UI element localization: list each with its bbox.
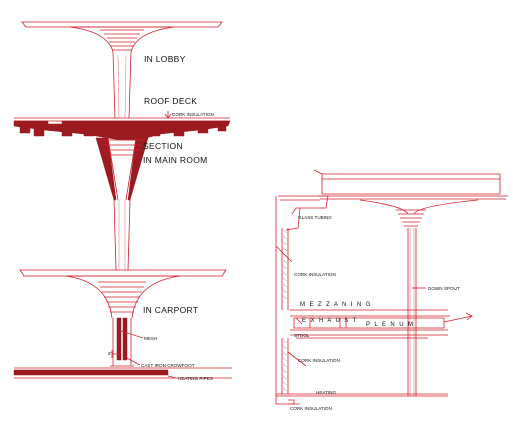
main-column-shaft: [113, 199, 131, 271]
interior-canopy: [318, 195, 508, 227]
label-cork-insulation-right: CORK INSULATION: [294, 272, 336, 277]
label-cork-insulation-right-text: CORK INSULATION: [294, 272, 336, 277]
column-base: [110, 317, 144, 367]
carport-floor: [13, 367, 232, 379]
mezzanine-floor: [290, 309, 473, 329]
label-dim-6: 6": [108, 351, 113, 356]
label-roof-deck: ROOF DECK: [144, 96, 197, 106]
label-exhaust: E X H A U S T: [302, 318, 358, 324]
lobby-column-shaft: [112, 51, 132, 119]
label-plenum: P L E N U M: [366, 322, 414, 328]
stool: [290, 329, 448, 339]
lower-wall: [281, 338, 307, 394]
exterior-wall: [275, 196, 293, 404]
label-heating-pipes: HEATING PIPES: [178, 376, 213, 381]
label-heating-bottom: HEATING: [316, 390, 337, 395]
right-building-section: [275, 169, 508, 405]
roof-parapet: [278, 169, 501, 231]
left-column-section: [13, 21, 232, 379]
label-cast-iron-crowfoot: CAST IRON CROWFOOT: [141, 363, 195, 368]
label-mesh: MESH: [144, 336, 157, 341]
label-cork-insulation-bottom: CORK INSULATION: [290, 406, 332, 411]
label-in-lobby: IN LOBBY: [144, 54, 186, 64]
label-mezzanine: M E Z Z A N I N G: [300, 302, 372, 308]
label-down-spout: DOWN SPOUT: [428, 286, 460, 291]
label-glass-tubing: GLASS TUBING: [298, 215, 332, 220]
carport-canopy: [19, 269, 227, 319]
label-stool: STOOL: [294, 333, 310, 338]
down-spout-column: [407, 228, 426, 396]
label-section: SECTION: [143, 141, 183, 151]
label-cork-insulation-top: CORK INSULATION: [172, 112, 214, 117]
label-cork-insulation-lower: CORK INSULATION: [298, 358, 340, 363]
label-in-carport: IN CARPORT: [143, 305, 198, 315]
lobby-canopy: [21, 21, 223, 53]
roof-deck-slab: [13, 111, 231, 141]
main-room-capital: [95, 137, 149, 201]
label-in-main-room: IN MAIN ROOM: [143, 155, 208, 165]
ground-floor: [276, 393, 448, 405]
